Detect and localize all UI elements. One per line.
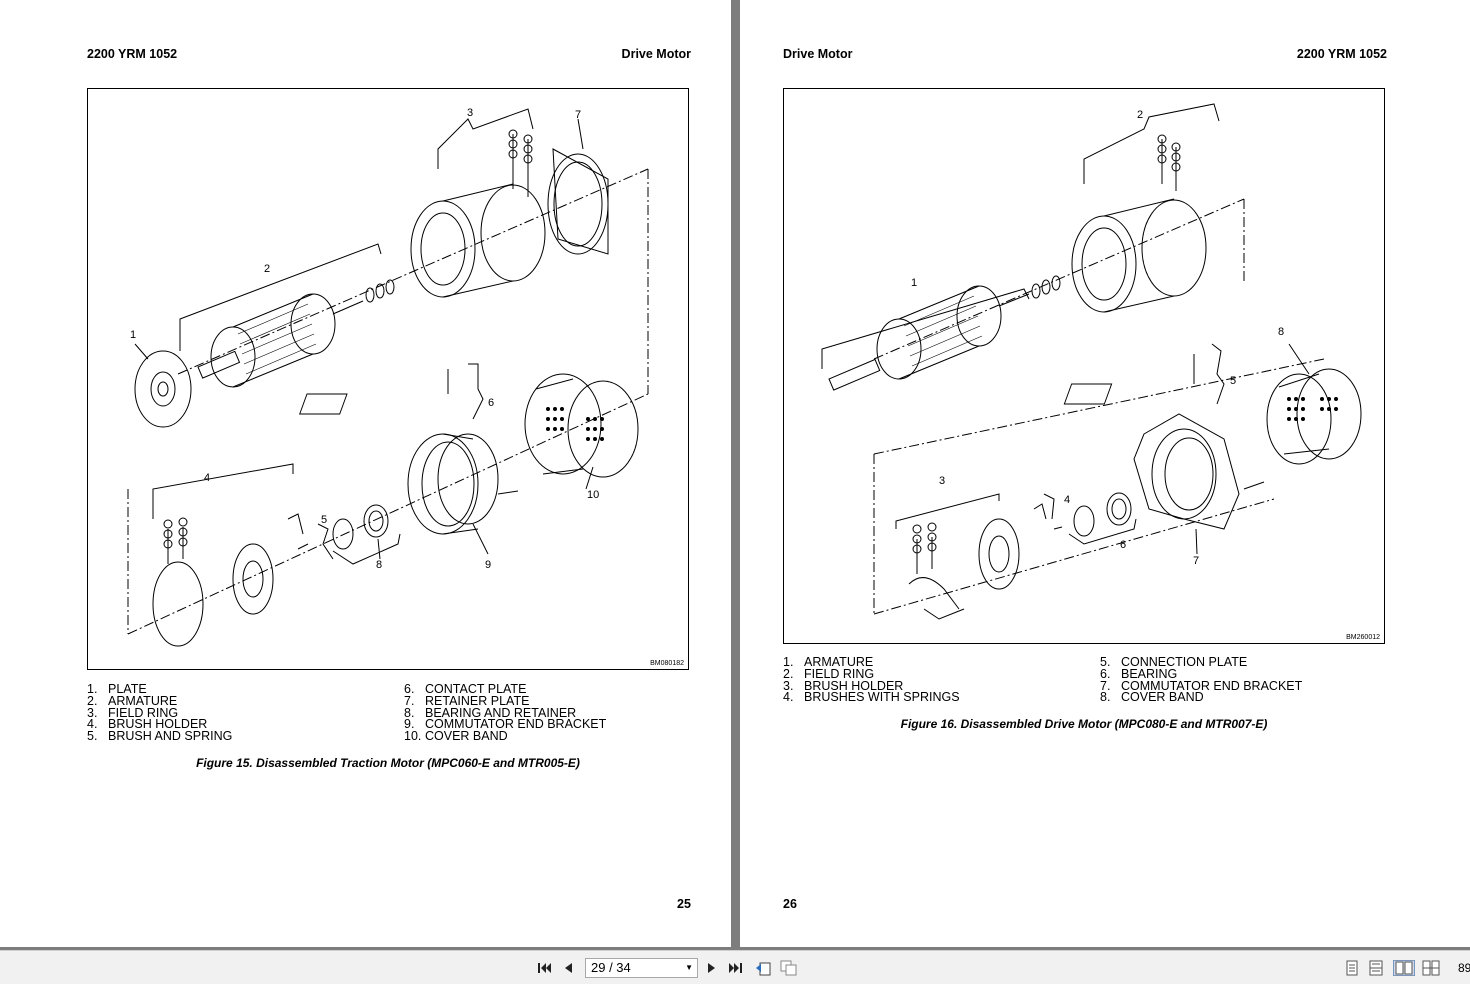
callout-1: 1 bbox=[911, 277, 918, 289]
legend-item: 2.ARMATURE bbox=[87, 693, 178, 708]
legend-col-2: 5.CONNECTION PLATE 6.BEARING 7.COMMUTATO… bbox=[1100, 655, 1303, 705]
legend-item: 7.COMMUTATOR END BRACKET bbox=[1100, 678, 1303, 693]
callout-5: 5 bbox=[1230, 375, 1237, 387]
legend-item: 5.BRUSH AND SPRING bbox=[87, 729, 233, 744]
legend-item: 8.COVER BAND bbox=[1100, 690, 1204, 705]
header-right: Drive Motor bbox=[621, 47, 691, 61]
callout-3: 3 bbox=[467, 107, 474, 119]
first-page-icon[interactable] bbox=[537, 960, 553, 976]
figure-caption: Figure 15. Disassembled Traction Motor (… bbox=[196, 756, 580, 770]
motor-exploded-diagram bbox=[821, 103, 1362, 620]
legend-item: 6.CONTACT PLATE bbox=[404, 682, 527, 696]
callout-6: 6 bbox=[488, 397, 495, 409]
callout-4: 4 bbox=[1064, 494, 1071, 506]
page-number: 25 bbox=[677, 897, 691, 911]
page-25: 2200 YRM 1052 Drive Motor bbox=[0, 0, 731, 947]
callout-2: 2 bbox=[264, 263, 271, 275]
figure-code: BM080182 bbox=[650, 660, 684, 667]
callout-4: 4 bbox=[204, 472, 211, 484]
header-left: 2200 YRM 1052 bbox=[87, 47, 178, 61]
callout-3: 3 bbox=[939, 475, 946, 487]
copy-icon[interactable] bbox=[780, 960, 798, 976]
header-left: Drive Motor bbox=[783, 47, 853, 61]
chevron-down-icon: ▼ bbox=[685, 963, 693, 972]
callout-9: 9 bbox=[485, 559, 492, 571]
viewer-toolbar: 29 / 34 ▼ 89 bbox=[0, 950, 1470, 984]
continuous-icon[interactable] bbox=[1368, 960, 1384, 976]
figure-15: 1 2 3 4 5 6 7 8 9 10 BM080182 bbox=[87, 88, 689, 670]
zoom-level[interactable]: 89 bbox=[1458, 961, 1470, 975]
page-26: Drive Motor 2200 YRM 1052 bbox=[740, 0, 1470, 947]
callout-7: 7 bbox=[575, 109, 582, 121]
legend-item: 8.BEARING AND RETAINER bbox=[404, 705, 577, 720]
single-page-icon[interactable] bbox=[1344, 960, 1360, 976]
callout-8: 8 bbox=[376, 559, 383, 571]
page-selector[interactable]: 29 / 34 ▼ bbox=[585, 958, 698, 978]
next-page-icon[interactable] bbox=[705, 960, 719, 976]
callout-10: 10 bbox=[587, 489, 600, 501]
figure-caption: Figure 16. Disassembled Drive Motor (MPC… bbox=[900, 717, 1268, 731]
legend-item: 3.FIELD RING bbox=[87, 705, 179, 720]
motor-exploded-diagram bbox=[127, 108, 649, 647]
callout-1: 1 bbox=[130, 329, 137, 341]
legend-item: 10.COVER BAND bbox=[404, 729, 508, 744]
prev-page-icon[interactable] bbox=[561, 960, 575, 976]
callout-5: 5 bbox=[321, 514, 328, 526]
legend-item: 5.CONNECTION PLATE bbox=[1100, 655, 1248, 669]
legend-item: 3.BRUSH HOLDER bbox=[783, 678, 904, 693]
page-number: 26 bbox=[783, 897, 797, 911]
legend-item: 1.ARMATURE bbox=[783, 655, 874, 669]
legend-item: 4.BRUSHES WITH SPRINGS bbox=[783, 690, 960, 705]
legend-item: 7.RETAINER PLATE bbox=[404, 693, 530, 708]
callout-2: 2 bbox=[1137, 109, 1144, 121]
legend-item: 2.FIELD RING bbox=[783, 666, 875, 681]
callout-8: 8 bbox=[1278, 326, 1285, 338]
legend-col-1: 1.ARMATURE 2.FIELD RING 3.BRUSH HOLDER 4… bbox=[783, 655, 960, 705]
rotate-icon[interactable] bbox=[754, 960, 772, 976]
legend-item: 6.BEARING bbox=[1100, 666, 1178, 681]
legend-col-2: 6.CONTACT PLATE 7.RETAINER PLATE 8.BEARI… bbox=[404, 682, 607, 744]
two-page-icon[interactable] bbox=[1393, 960, 1415, 976]
legend-item: 4.BRUSH HOLDER bbox=[87, 717, 208, 732]
legend-item: 9.COMMUTATOR END BRACKET bbox=[404, 717, 607, 732]
legend-col-1: 1.PLATE 2.ARMATURE 3.FIELD RING 4.BRUSH … bbox=[87, 682, 233, 744]
two-page-continuous-icon[interactable] bbox=[1422, 960, 1440, 976]
figure-code: BM260012 bbox=[1346, 634, 1380, 641]
document-viewer: 2200 YRM 1052 Drive Motor bbox=[0, 0, 1470, 950]
figure-16: 1 2 3 4 5 6 7 8 BM260012 bbox=[783, 88, 1385, 644]
callout-6: 6 bbox=[1120, 539, 1127, 551]
callout-7: 7 bbox=[1193, 555, 1200, 567]
legend-item: 1.PLATE bbox=[87, 682, 147, 696]
header-right: 2200 YRM 1052 bbox=[1296, 47, 1387, 61]
last-page-icon[interactable] bbox=[727, 960, 743, 976]
